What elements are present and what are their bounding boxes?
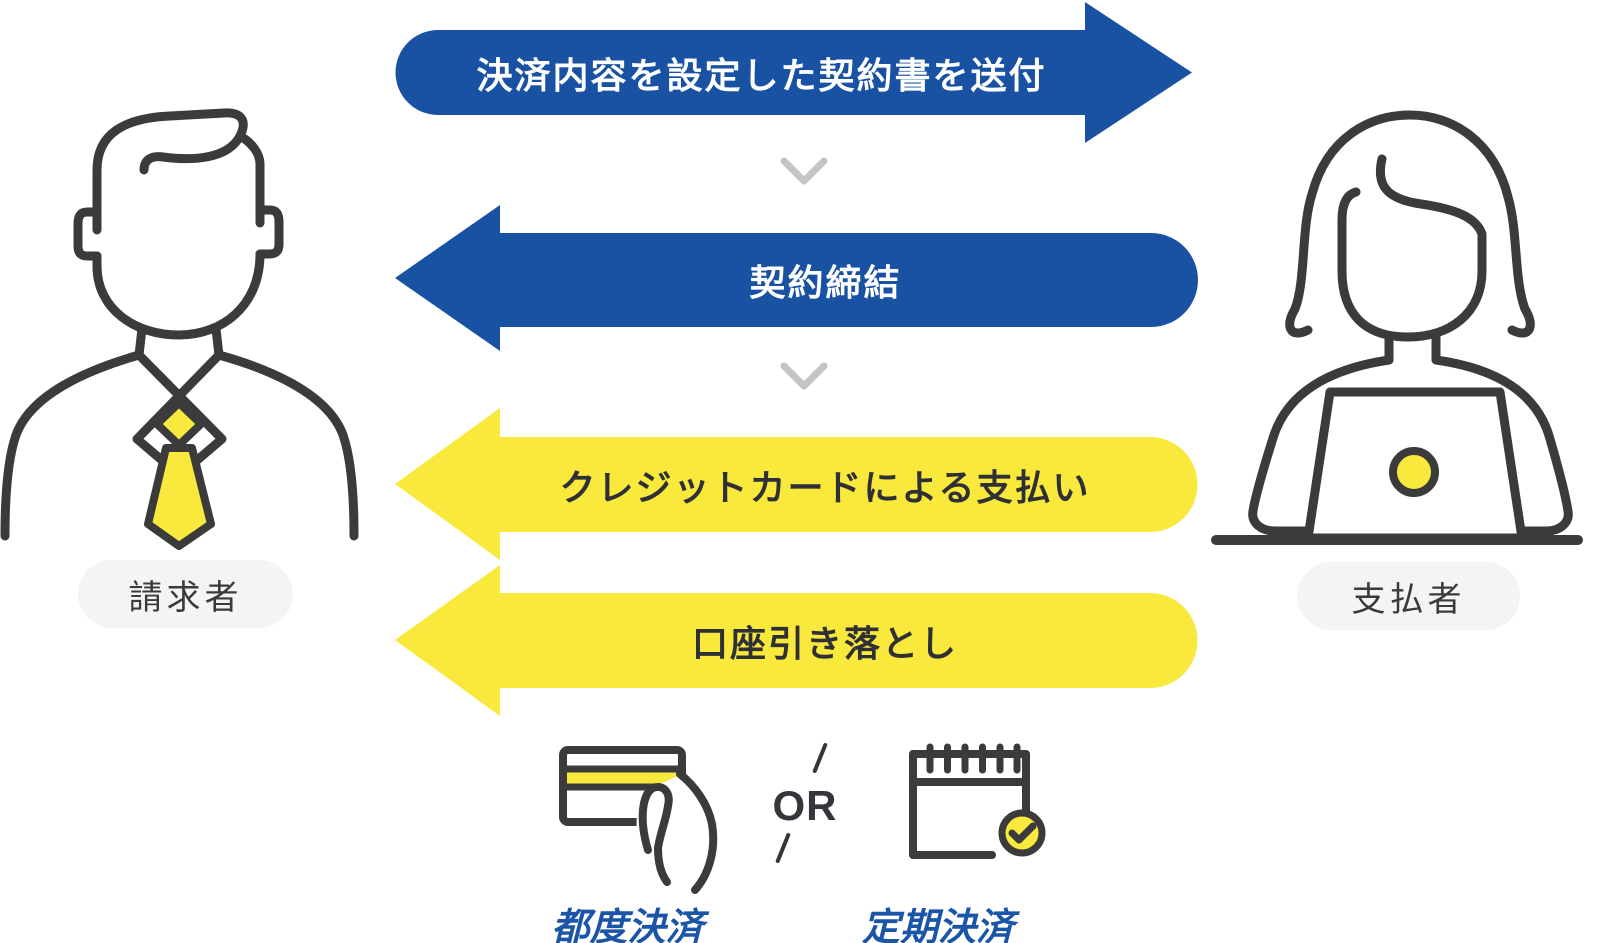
biller-label-pill: 請求者 bbox=[78, 560, 293, 628]
biller-hair bbox=[92, 108, 248, 235]
payer-arm-right bbox=[1431, 355, 1573, 536]
arrow-shape-left bbox=[395, 565, 1198, 716]
arrow-shape-left bbox=[395, 205, 1198, 351]
biller-shoulder-left bbox=[0, 350, 144, 541]
biller-avatar-illustration bbox=[0, 108, 359, 550]
or-slash-top bbox=[812, 742, 828, 774]
flow-arrow-contract-conclusion: 契約締結 bbox=[395, 205, 1200, 351]
arrow-shape-right bbox=[395, 2, 1192, 143]
payer-arm-left bbox=[1248, 355, 1394, 536]
chevron-down-icon bbox=[780, 157, 828, 185]
chevron-down-icon bbox=[780, 362, 828, 390]
flow-label: クレジットカードによる支払い bbox=[559, 466, 1091, 508]
arrow-shape-left bbox=[395, 408, 1198, 560]
or-slash-bottom bbox=[775, 832, 791, 864]
biller-face bbox=[92, 249, 265, 340]
payer-hair bbox=[1285, 110, 1535, 338]
or-label: OR bbox=[772, 782, 838, 829]
payer-label: 支払者 bbox=[1351, 580, 1466, 619]
payer-avatar-illustration bbox=[1211, 110, 1583, 545]
flow-arrow-send-contract: 決済内容を設定した契約書を送付 bbox=[395, 2, 1195, 144]
flow-label: 口座引き落とし bbox=[691, 622, 958, 664]
laptop-logo-dot bbox=[1389, 447, 1439, 497]
biller-tie bbox=[144, 444, 215, 550]
biller-shoulder-right bbox=[214, 350, 359, 541]
option-label-recurring: 定期決済 bbox=[861, 907, 1014, 943]
payer-label-pill: 支払者 bbox=[1297, 562, 1520, 630]
option-label-per-transaction: 都度決済 bbox=[551, 907, 704, 943]
biller-label: 請求者 bbox=[128, 578, 243, 617]
flow-arrow-account-debit: 口座引き落とし bbox=[395, 562, 1200, 717]
payer-face bbox=[1337, 187, 1487, 342]
flow-label: 契約締結 bbox=[749, 262, 902, 303]
credit-card-hand-icon bbox=[559, 746, 730, 895]
calendar-check-icon bbox=[909, 743, 1046, 859]
flow-arrow-credit-card-payment: クレジットカードによる支払い bbox=[395, 405, 1200, 560]
flow-label: 決済内容を設定した契約書を送付 bbox=[476, 54, 1047, 96]
